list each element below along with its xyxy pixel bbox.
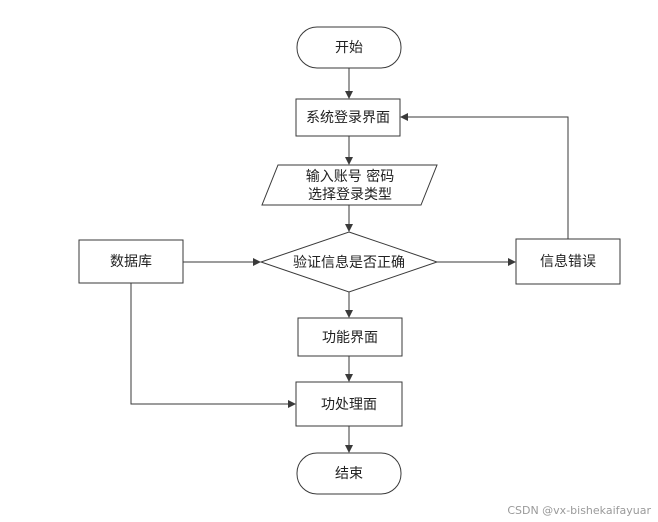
arrowhead	[400, 113, 408, 121]
error-label: 信息错误	[540, 253, 596, 270]
database-box	[78, 239, 184, 284]
arrowhead	[345, 91, 353, 99]
database-label: 数据库	[110, 254, 152, 270]
function-screen-box	[297, 317, 403, 357]
arrowhead	[253, 258, 261, 266]
function-screen-label: 功能界面	[322, 330, 378, 346]
arrowhead	[288, 400, 296, 408]
end-terminator	[296, 452, 402, 495]
arrowhead	[345, 157, 353, 165]
watermark: CSDN @vx-bishekaifayuar	[507, 504, 651, 517]
end-label: 结束	[335, 466, 363, 482]
error-box	[515, 238, 621, 285]
input-parallelogram	[261, 164, 438, 206]
processing-label: 功处理面	[321, 397, 377, 413]
verify-label: 验证信息是否正确	[293, 254, 405, 271]
arrowhead	[345, 224, 353, 232]
arrowhead	[345, 310, 353, 318]
arrowhead	[508, 258, 516, 266]
arrow-database-to-processing	[130, 283, 288, 405]
arrowhead	[345, 445, 353, 453]
login-screen-label: 系统登录界面	[306, 110, 390, 126]
arrow-error-to-login	[408, 116, 569, 239]
input-label-line2: 选择登录类型	[308, 187, 392, 203]
arrowhead	[345, 374, 353, 382]
login-screen-box	[295, 98, 401, 137]
start-label: 开始	[335, 40, 363, 56]
input-label-line1: 输入账号 密码	[306, 168, 394, 185]
